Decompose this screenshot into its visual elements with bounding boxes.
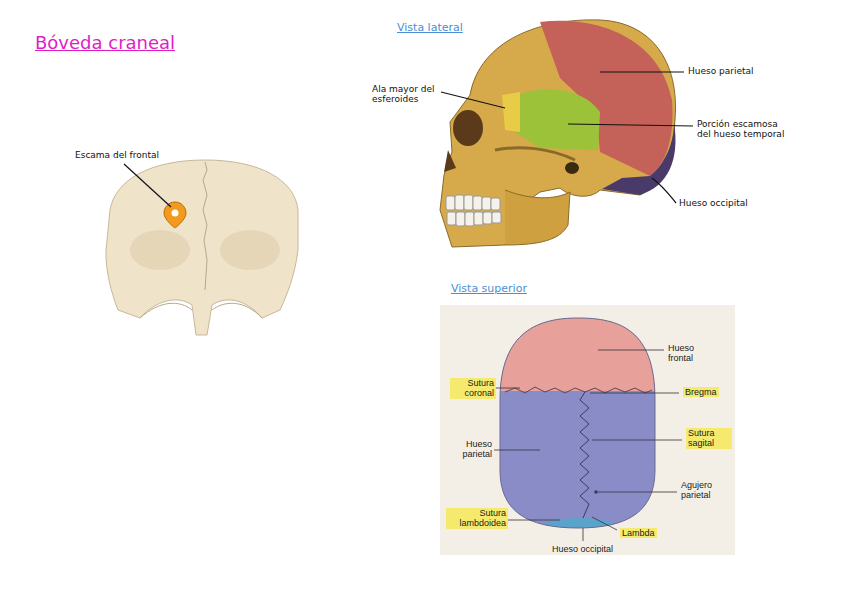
part-label: Hueso parietal <box>454 439 492 460</box>
part-label: Escama del frontal <box>75 150 159 160</box>
view-heading: Vista superior <box>451 283 527 296</box>
superior-skull <box>440 305 735 555</box>
part-label: Hueso occipital <box>552 544 613 554</box>
part-label: Sutura coronal <box>450 378 496 399</box>
part-label: Sutura lambdoidea <box>446 508 508 529</box>
part-label: Porción escamosa del hueso temporal <box>697 119 789 140</box>
lateral-skull <box>440 20 676 247</box>
view-heading: Vista lateral <box>397 22 463 35</box>
part-label: Ala mayor del esferoides <box>372 84 438 105</box>
part-label: Lambda <box>620 528 657 538</box>
part-label: Hueso parietal <box>688 66 754 76</box>
part-label: Bregma <box>683 387 719 397</box>
part-label: Hueso frontal <box>668 343 716 364</box>
frontal-bone <box>106 160 298 335</box>
part-label: Sutura sagital <box>686 428 732 449</box>
part-label: Hueso occipital <box>679 198 748 208</box>
page-title: Bóveda craneal <box>35 33 175 54</box>
part-label: Agujero parietal <box>681 480 733 501</box>
